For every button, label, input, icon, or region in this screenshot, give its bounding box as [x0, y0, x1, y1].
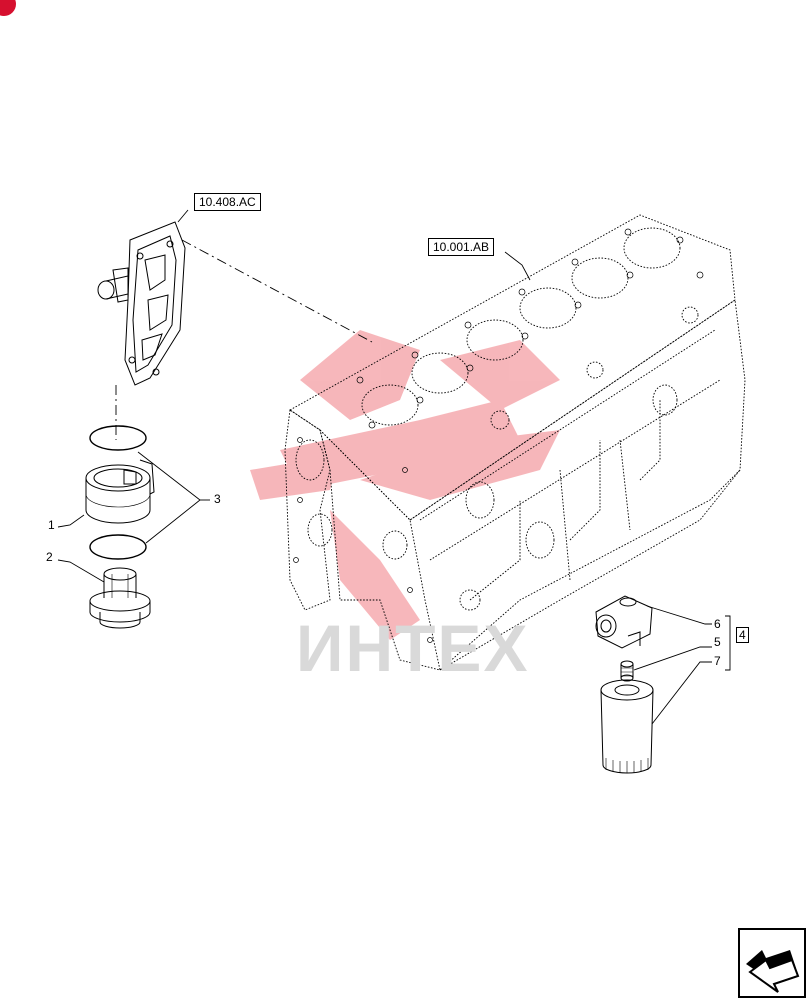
filter-head — [595, 595, 653, 649]
upper-o-ring — [89, 425, 147, 451]
watermark-text: ИНТЕХ — [296, 611, 530, 685]
callout-leaders — [57, 209, 731, 725]
filter-cartridge — [600, 679, 654, 774]
watermark-emblem — [250, 330, 560, 640]
adapter-fitting — [89, 567, 151, 629]
callout-2: 2 — [46, 550, 53, 564]
callout-5: 5 — [714, 635, 721, 649]
callout-3: 3 — [214, 492, 221, 506]
ref-link-plate[interactable]: 10.408.AC — [194, 193, 261, 211]
oil-cooler-plate — [97, 221, 186, 386]
ref-link-block[interactable]: 10.001.AB — [428, 238, 495, 256]
callout-4-kit: 4 — [736, 627, 749, 643]
engine-block — [284, 214, 746, 671]
callout-1: 1 — [48, 518, 55, 532]
plate-to-block-leader — [181, 239, 373, 343]
return-arrow-graphic — [746, 950, 800, 993]
callout-7: 7 — [714, 654, 721, 668]
oil-cooler-element — [85, 459, 155, 524]
threaded-nipple — [620, 660, 634, 682]
brand-badge — [0, 0, 16, 16]
lower-o-ring — [89, 534, 147, 560]
callout-6: 6 — [714, 617, 721, 631]
deck-bolt-holes — [293, 228, 704, 643]
return-arrow-icon[interactable] — [738, 928, 806, 998]
